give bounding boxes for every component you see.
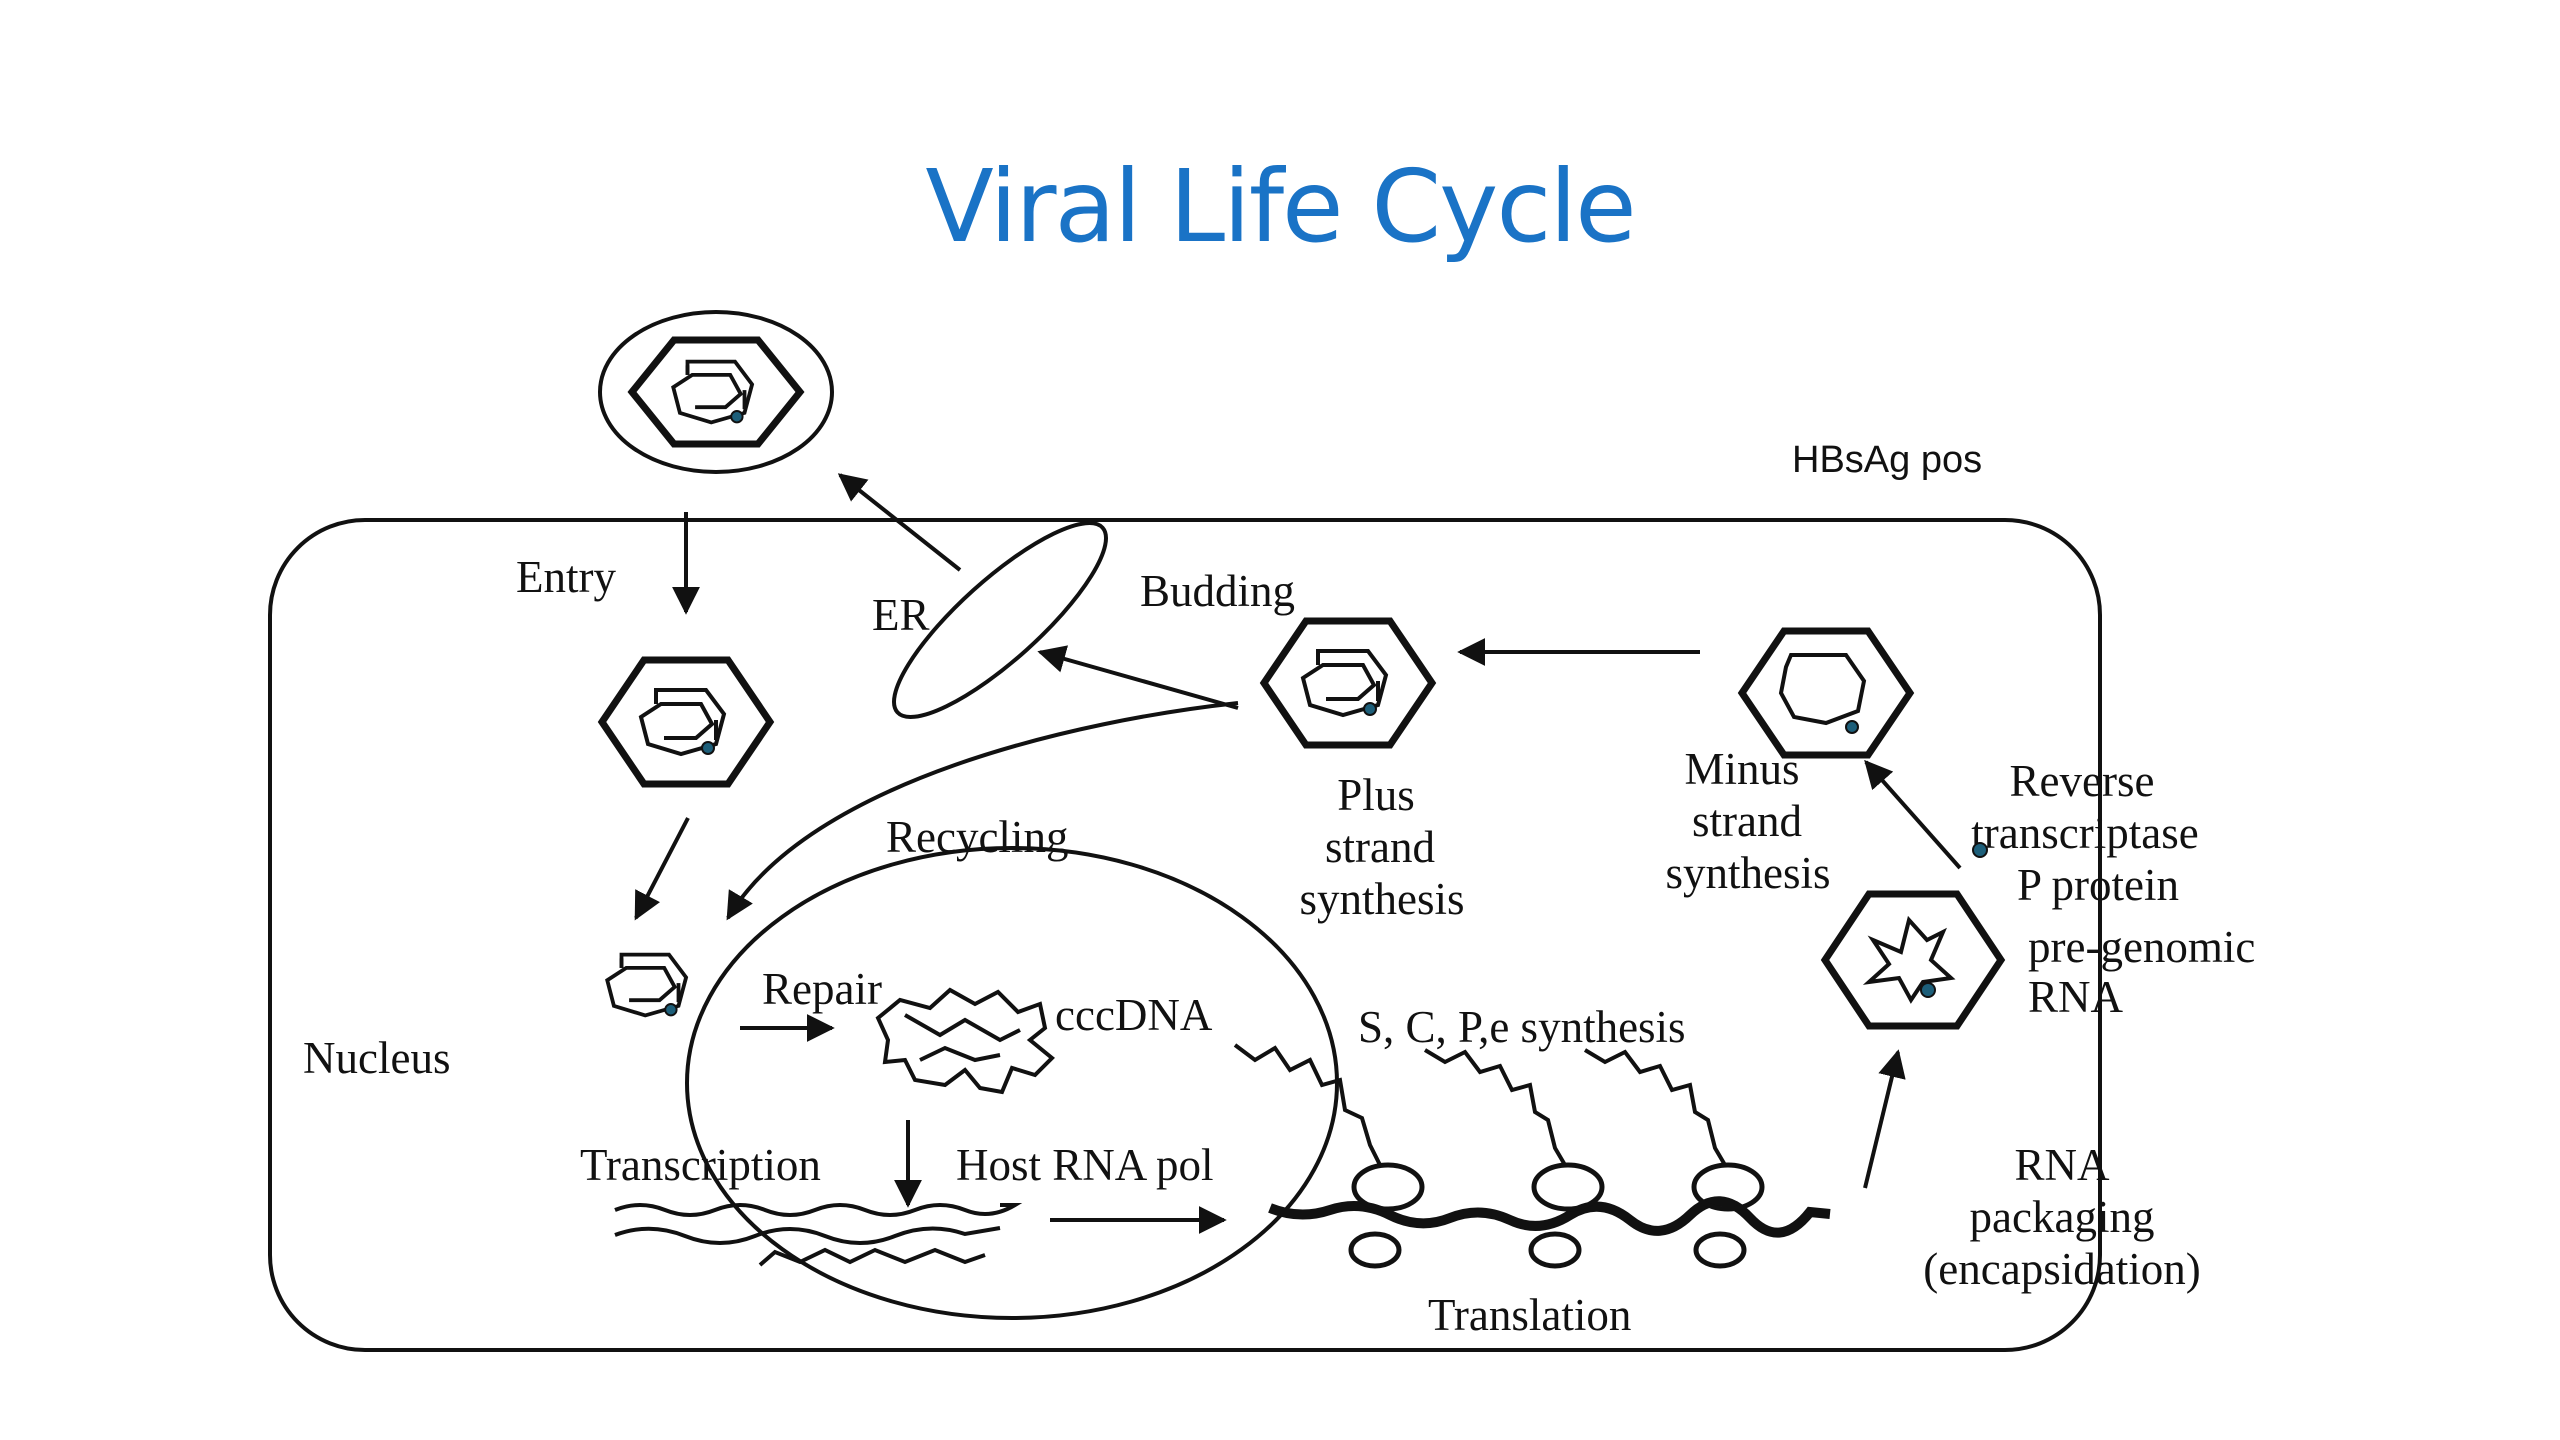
minus-strand-label: Minus strand synthesis (1665, 744, 1830, 898)
budding-virion (1259, 617, 1437, 749)
svg-text:transcriptase: transcriptase (1971, 808, 2198, 858)
budding-label: Budding (1140, 566, 1295, 616)
reverse-transcriptase-label: Reverse transcriptase P protein (1971, 756, 2198, 910)
nucleus (685, 846, 1339, 1320)
released-virion (598, 310, 834, 474)
er-label: ER (872, 590, 930, 640)
svg-text:packaging: packaging (1970, 1192, 2155, 1242)
svg-text:RNA: RNA (2028, 972, 2124, 1022)
arrows (634, 473, 1962, 1234)
svg-text:synthesis: synthesis (1299, 874, 1464, 924)
svg-text:RNA: RNA (2014, 1140, 2110, 1190)
protein-synthesis-label: S, C, P,e synthesis (1358, 1002, 1686, 1052)
cccdna-shape (875, 987, 1055, 1095)
svg-text:synthesis: synthesis (1665, 848, 1830, 898)
polymerase-dot (1972, 842, 1988, 858)
cccdna-label: cccDNA (1055, 990, 1213, 1040)
host-rna-pol-label: Host RNA pol (956, 1140, 1214, 1190)
entry-label: Entry (516, 552, 616, 602)
translation-label: Translation (1428, 1290, 1631, 1340)
er-membrane (892, 520, 1108, 720)
svg-text:strand: strand (1692, 796, 1802, 846)
nucleus-label: Nucleus (303, 1033, 450, 1083)
translation-complex (1233, 1043, 1831, 1269)
transcripts (614, 1203, 1023, 1267)
rcdna-genome (605, 952, 688, 1018)
hbsag-label: HBsAg pos (1792, 439, 1982, 481)
svg-text:strand: strand (1325, 822, 1435, 872)
svg-text:pre-genomic: pre-genomic (2028, 922, 2255, 972)
slide-title: Viral Life Cycle (925, 148, 1636, 265)
minus-strand-virion (1737, 627, 1915, 759)
pregenomic-capsid (1820, 890, 2006, 1030)
plus-strand-label: Plus strand synthesis (1299, 770, 1464, 924)
svg-text:P protein: P protein (2017, 860, 2179, 910)
transcription-label: Transcription (580, 1140, 821, 1190)
cell-membrane (268, 518, 2102, 1352)
svg-text:(encapsidation): (encapsidation) (1923, 1244, 2200, 1294)
entering-virion (597, 656, 775, 788)
rna-packaging-label: RNA packaging (encapsidation) (1923, 1140, 2200, 1294)
svg-text:Reverse: Reverse (2010, 756, 2155, 806)
repair-label: Repair (762, 964, 882, 1014)
svg-text:Minus: Minus (1684, 744, 1799, 794)
recycling-label: Recycling (886, 812, 1068, 862)
pregenomic-rna-label: pre-genomic RNA (2028, 922, 2255, 1022)
svg-text:Plus: Plus (1337, 770, 1415, 820)
